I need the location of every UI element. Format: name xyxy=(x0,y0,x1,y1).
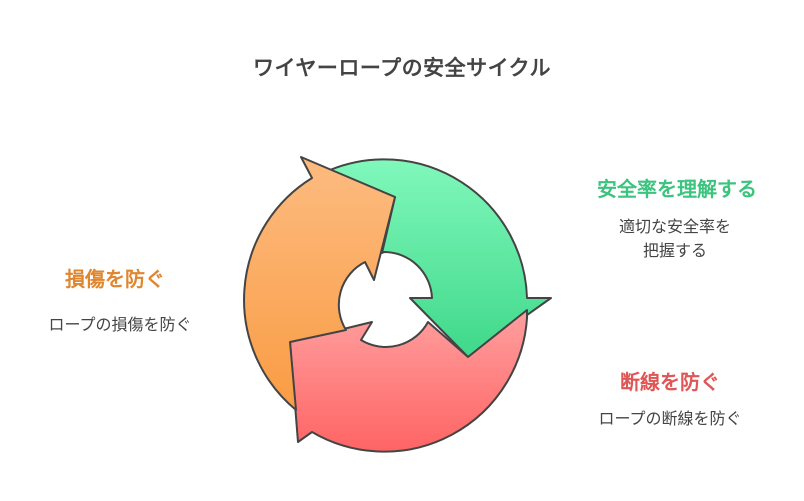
diagram-title: ワイヤーロープの安全サイクル xyxy=(252,56,552,80)
orange-cycle-arrow xyxy=(243,156,396,411)
description-line: 把握する xyxy=(642,241,707,260)
step-heading-prevent-breakage: 断線を防ぐ xyxy=(620,370,720,394)
step-heading-prevent-damage: 損傷を防ぐ xyxy=(65,267,165,291)
step-description-prevent-breakage: ロープの断線を防ぐ xyxy=(565,407,775,431)
description-line: 適切な安全率を xyxy=(618,217,731,236)
step-heading-understand-safety-factor: 安全率を理解する xyxy=(597,177,757,201)
step-description-understand-safety-factor: 適切な安全率を 把握する xyxy=(585,215,765,263)
description-line: ロープの損傷を防ぐ xyxy=(48,315,192,334)
green-cycle-arrow xyxy=(329,158,552,358)
description-line: ロープの断線を防ぐ xyxy=(598,409,742,428)
red-cycle-arrow xyxy=(289,309,528,453)
step-description-prevent-damage: ロープの損傷を防ぐ xyxy=(15,313,225,337)
